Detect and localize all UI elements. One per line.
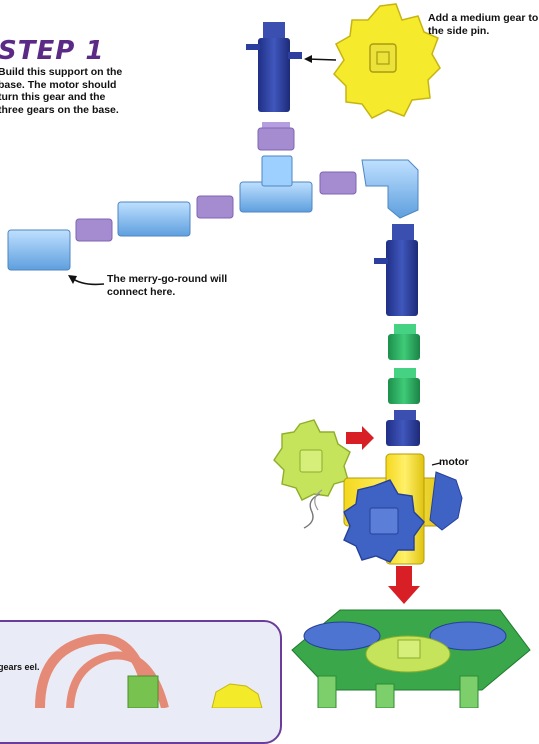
tube-segments <box>7 159 419 271</box>
purple-connector-vertical <box>257 122 295 151</box>
yellow-gear-top <box>333 3 441 119</box>
small-blue-block <box>386 410 420 446</box>
red-arrow-right <box>346 426 374 450</box>
top-blue-connector <box>246 22 302 112</box>
side-pin-arrow <box>304 55 337 63</box>
motor-assembly <box>303 453 463 565</box>
side-gear-callout: Add a medium gear to the side pin. <box>428 12 539 37</box>
tube-t-junction <box>239 155 313 213</box>
purple-connector-row <box>75 171 357 242</box>
step-instruction: Build this support on the base. The moto… <box>0 66 123 116</box>
inset-text: gears eel. <box>0 662 40 672</box>
lime-gear <box>273 419 351 501</box>
inset-scene <box>35 633 263 708</box>
red-arrow-down <box>388 566 420 604</box>
motor-label: motor <box>439 456 469 468</box>
green-base <box>291 609 531 708</box>
right-blue-connector <box>374 224 418 316</box>
illustration <box>7 3 531 708</box>
merry-go-round-callout: The merry-go-round will connect here. <box>107 273 228 298</box>
green-connectors <box>388 324 420 404</box>
step-title: STEP 1 <box>0 36 105 66</box>
merry-go-round-arrow <box>68 275 105 286</box>
